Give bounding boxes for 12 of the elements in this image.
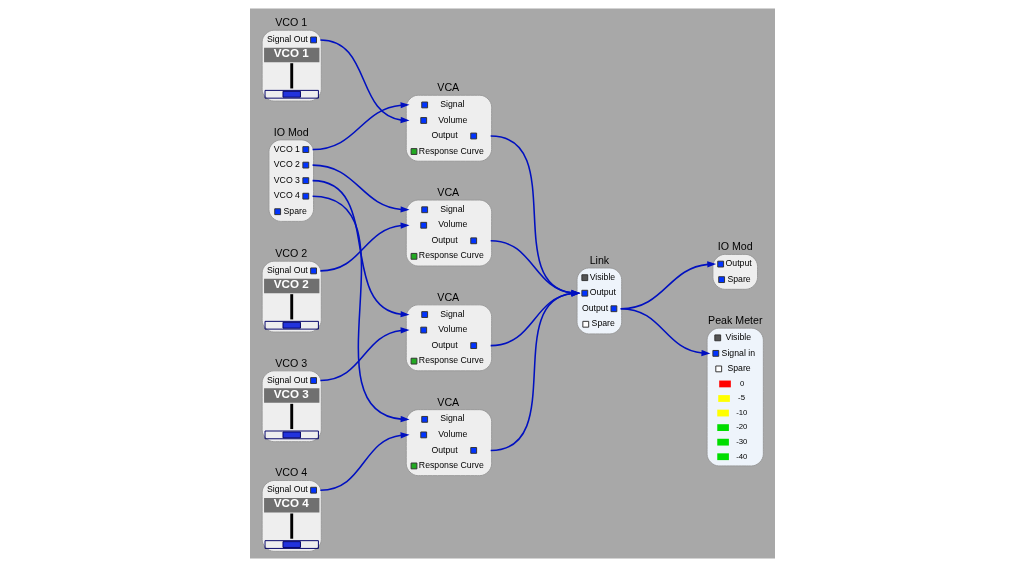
node-label: Peak Meter: [707, 314, 763, 327]
node-label: Link: [589, 253, 609, 266]
node-label: VCA: [436, 290, 459, 303]
node-label: VCO 1: [274, 16, 307, 29]
node-label: VCA: [436, 81, 459, 94]
node-label: VCO 3: [274, 356, 307, 369]
node-label: VCO 4: [274, 466, 307, 479]
node-label: IO Mod: [717, 240, 753, 253]
node-label: IO Mod: [273, 125, 309, 138]
node-label: VCA: [436, 185, 459, 198]
node-label: VCA: [436, 395, 459, 408]
node-label: VCO 2: [274, 247, 307, 260]
